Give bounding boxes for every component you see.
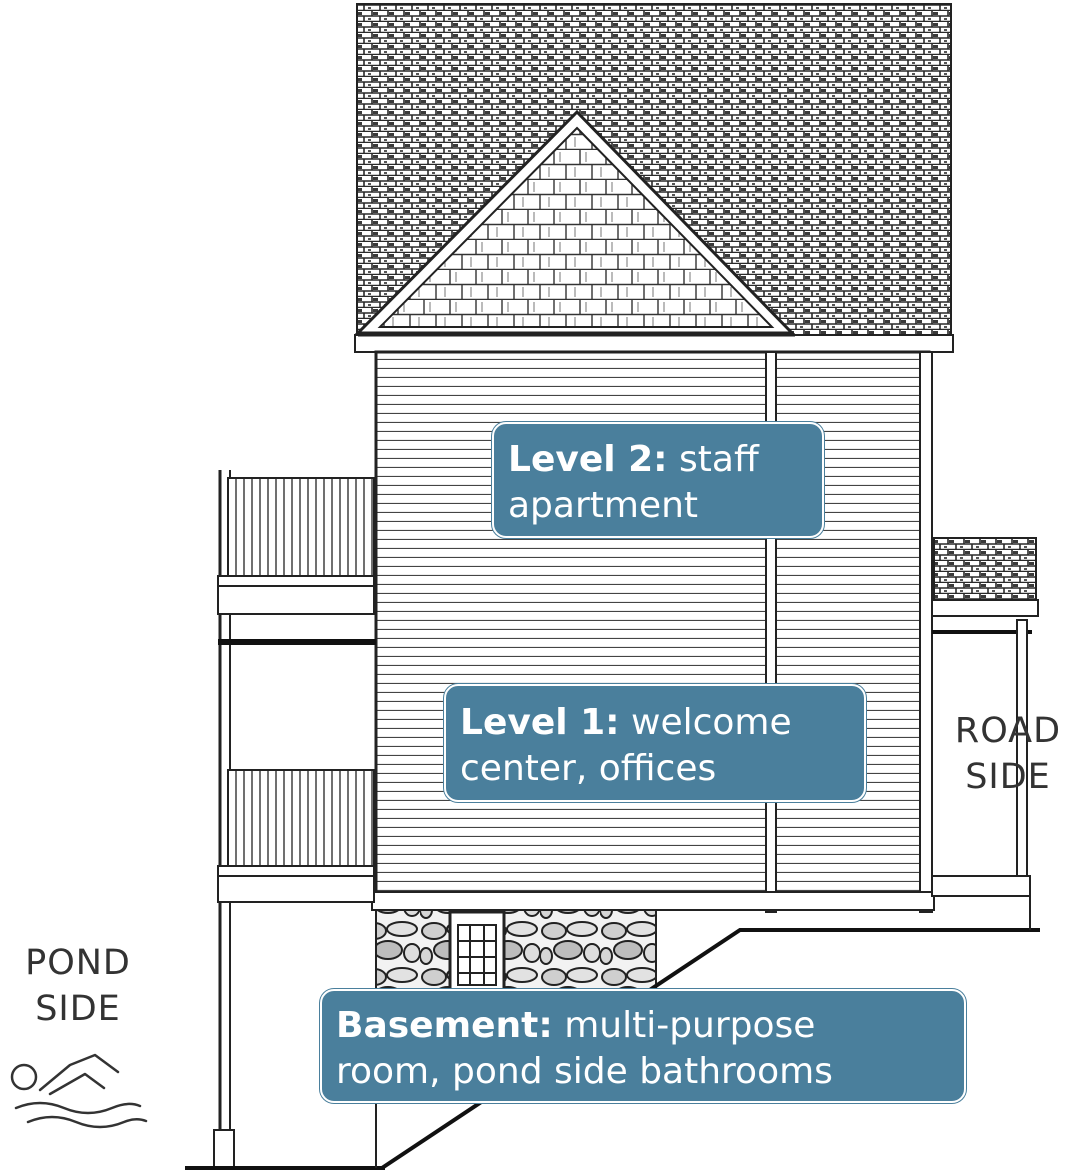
pond-side-label: POND SIDE [8,940,148,1032]
level-2-text-line1: staff [679,439,759,480]
pond-side-line2: SIDE [35,989,121,1029]
level-1-text-line2: center, offices [460,748,717,789]
basement-text-line2: room, pond side bathrooms [336,1051,833,1092]
level-1-callout: Level 1: welcome center, offices [444,684,866,802]
level-1-text-line1: welcome [631,702,792,743]
level-2-heading: Level 2: [508,439,668,480]
road-side-line2: SIDE [965,757,1051,797]
basement-callout: Basement: multi-purpose room, pond side … [320,989,966,1103]
front-gable [354,109,796,337]
pond-side-line1: POND [25,943,131,983]
level-1-heading: Level 1: [460,702,620,743]
road-side-line1: ROAD [954,711,1062,751]
stone-foundation [375,909,657,992]
swimmer-icon [10,1053,148,1129]
road-side-porch [931,537,1039,930]
road-side-label: ROAD SIDE [940,708,1071,800]
basement-heading: Basement: [336,1005,553,1046]
basement-text-line1: multi-purpose [564,1005,816,1046]
level-2-callout: Level 2: staff apartment [492,422,824,538]
pond-side-decks [213,470,376,1169]
level-2-text-line2: apartment [508,485,699,526]
